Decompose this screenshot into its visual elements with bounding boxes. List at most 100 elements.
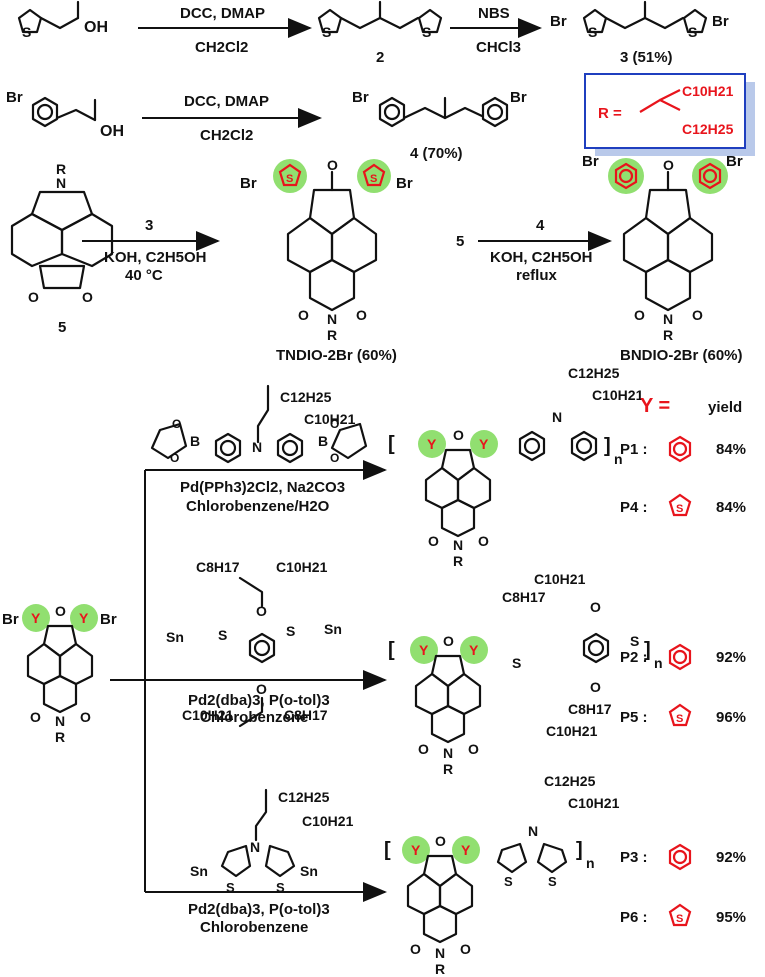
svg-text:O: O (80, 709, 91, 725)
svg-text:3: 3 (145, 217, 153, 234)
svg-text:40 °C: 40 °C (125, 267, 163, 284)
svg-text:S: S (504, 874, 513, 889)
svg-text:Y: Y (479, 436, 489, 452)
svg-text:O: O (478, 533, 489, 549)
svg-text:O: O (443, 633, 454, 649)
svg-text:Sn: Sn (190, 863, 208, 879)
svg-text:O: O (428, 533, 439, 549)
svg-text:Sn: Sn (166, 629, 184, 645)
svg-text:S: S (688, 24, 697, 40)
svg-text:O: O (172, 417, 181, 431)
svg-text:O: O (30, 709, 41, 725)
svg-text:C8H17: C8H17 (196, 559, 240, 575)
svg-text:92%: 92% (716, 649, 746, 666)
svg-text:]: ] (644, 639, 651, 661)
svg-text:96%: 96% (716, 709, 746, 726)
svg-text:O: O (55, 603, 66, 619)
svg-text:S: S (276, 880, 285, 895)
route1-cond1: Pd(PPh3)2Cl2, Na2CO3 (180, 479, 345, 496)
svg-text:Br: Br (550, 13, 567, 30)
svg-text:O: O (170, 451, 179, 465)
svg-text:N: N (443, 745, 453, 761)
dtp-distannane: C12H25 C10H21 N S S Sn Sn (190, 788, 354, 895)
svg-text:R: R (56, 161, 66, 177)
svg-text:]: ] (604, 435, 611, 457)
svg-text:O: O (692, 307, 703, 323)
svg-text:84%: 84% (716, 499, 746, 516)
svg-text:Sn: Sn (300, 863, 318, 879)
svg-text:Y: Y (31, 610, 41, 626)
svg-text:Y: Y (411, 842, 421, 858)
svg-text:4: 4 (536, 217, 545, 234)
svg-text:C10H21: C10H21 (682, 83, 734, 99)
svg-text:Br: Br (2, 611, 19, 628)
bndio-2br: Br Br O N R O O BNDIO-2Br (60%) (582, 153, 743, 364)
compound-4-label: 4 (70%) (410, 145, 463, 162)
ch2cl2-label: CH2Cl2 (195, 39, 248, 56)
svg-text:S: S (218, 627, 227, 643)
svg-text:Y: Y (419, 642, 429, 658)
polymer-p2-p5: [ Y Y O N R O O S S O O C10H21 C8H17 C8H… (388, 571, 663, 777)
svg-text:Br: Br (240, 175, 257, 192)
dcc-dmap-label-2: DCC, DMAP (184, 93, 269, 110)
svg-text:O: O (663, 157, 674, 173)
svg-text:Y: Y (469, 642, 479, 658)
svg-text:P4 :: P4 : (620, 499, 648, 516)
svg-text:S: S (512, 655, 521, 671)
compound-5-label: 5 (58, 319, 66, 336)
svg-text:C10H21: C10H21 (276, 559, 328, 575)
compound-3: Br S S Br 3 (51%) (550, 0, 729, 66)
compound-2-label: 2 (376, 49, 384, 66)
dcc-dmap-label: DCC, DMAP (180, 5, 265, 22)
svg-text:O: O (330, 417, 339, 431)
svg-text:N: N (663, 311, 673, 327)
svg-text:Y: Y (461, 842, 471, 858)
nbs-label: NBS (478, 5, 510, 22)
svg-text:P1 :: P1 : (620, 441, 648, 458)
svg-text:O: O (298, 307, 309, 323)
svg-text:C8H17: C8H17 (502, 589, 546, 605)
svg-text:n: n (614, 451, 623, 467)
svg-text:O: O (256, 603, 267, 619)
svg-text:S: S (22, 24, 31, 40)
svg-text:O: O (468, 741, 479, 757)
svg-text:C10H21: C10H21 (302, 813, 354, 829)
svg-text:N: N (55, 713, 65, 729)
route3-cond2: Chlorobenzene (200, 919, 308, 936)
ch2cl2-label-2: CH2Cl2 (200, 127, 253, 144)
polymer-p1-p4: [ Y Y O N R O O N C12H25 C10H21 ] n (388, 365, 644, 569)
svg-text:O: O (330, 451, 339, 465)
svg-text:n: n (654, 655, 663, 671)
svg-text:N: N (453, 537, 463, 553)
svg-text:N: N (528, 823, 538, 839)
tndio-label: TNDIO-2Br (60%) (276, 347, 397, 364)
chcl3-label: CHCl3 (476, 39, 521, 56)
svg-text:C10H21: C10H21 (592, 387, 644, 403)
svg-text:C12H25: C12H25 (568, 365, 620, 381)
svg-text:N: N (252, 439, 262, 455)
svg-text:C10H21: C10H21 (534, 571, 586, 587)
svg-text:C12H25: C12H25 (682, 121, 734, 137)
svg-text:O: O (634, 307, 645, 323)
svg-text:Y: Y (427, 436, 437, 452)
oh-label-2: OH (100, 123, 124, 140)
svg-text:reflux: reflux (516, 267, 558, 284)
svg-text:N: N (552, 409, 562, 425)
svg-text:O: O (435, 833, 446, 849)
svg-text:S: S (322, 24, 331, 40)
svg-text:Br: Br (352, 89, 369, 106)
bromophenylacetic-acid: Br OH (6, 89, 124, 140)
tndio-2br: Br Br O N R O O TNDIO-2Br (60%) (240, 157, 413, 364)
svg-text:Br: Br (396, 175, 413, 192)
svg-text:P6 :: P6 : (620, 909, 648, 926)
table-row: P1 : 84% (620, 435, 746, 463)
svg-text:C10H21: C10H21 (568, 795, 620, 811)
svg-text:Sn: Sn (324, 621, 342, 637)
compound-2: S S 2 (317, 0, 443, 66)
route3-cond1: Pd2(dba)3, P(o-tol)3 (188, 901, 330, 918)
svg-text:[: [ (388, 433, 395, 455)
svg-text:O: O (453, 427, 464, 443)
compound-5: N R O O 5 (10, 161, 114, 336)
table-row: P2 : 92% (620, 643, 746, 671)
svg-text:95%: 95% (716, 909, 746, 926)
